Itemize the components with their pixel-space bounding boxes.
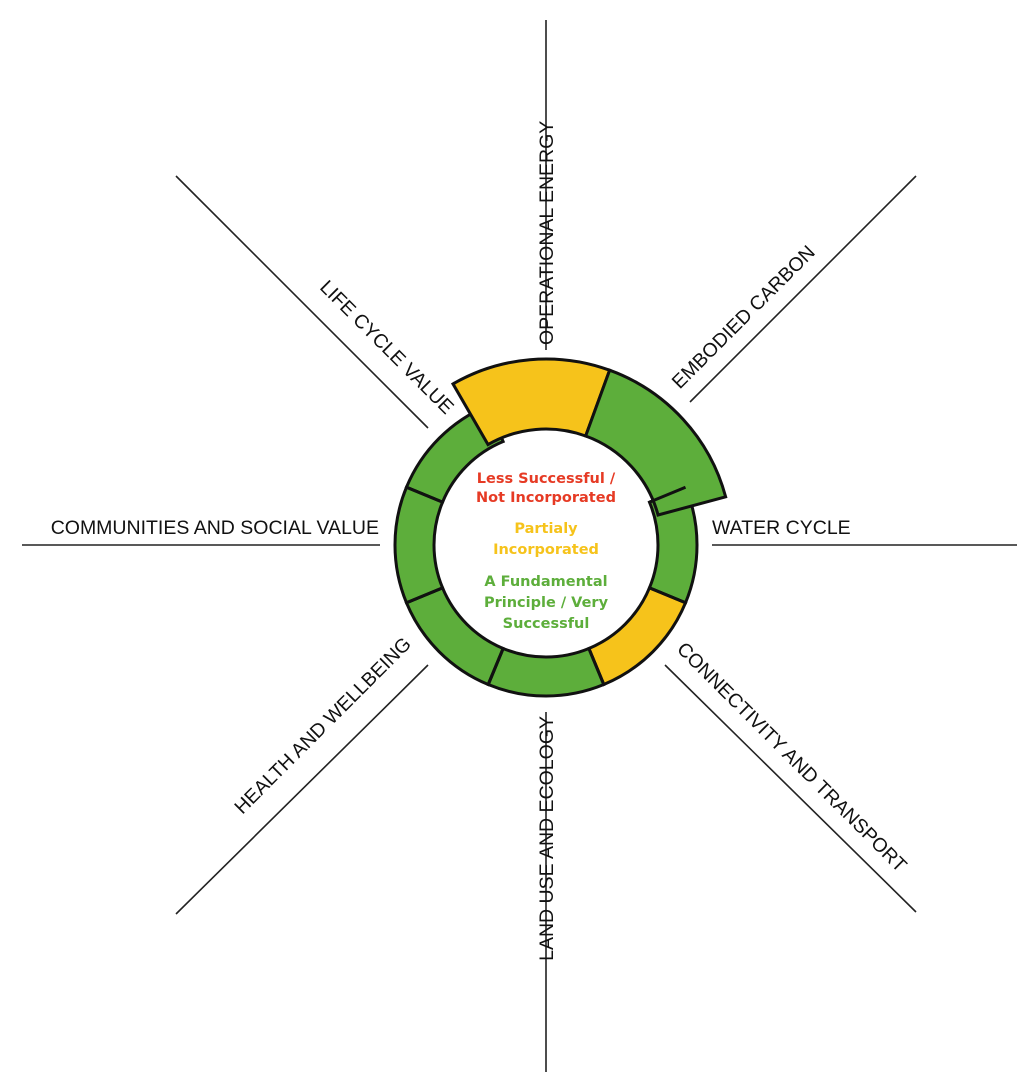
legend-partially-line-2: Incorporated	[493, 542, 599, 558]
ring-divider	[648, 586, 687, 605]
label-life-cycle-value: LIFE CYCLE VALUE	[315, 276, 458, 419]
legend-less-successful-line-2: Not Incorporated	[476, 490, 616, 506]
ring-divider	[405, 586, 444, 605]
axis-line-life-cycle-value	[175, 175, 429, 429]
label-land-use-ecology: LAND USE AND ECOLOGY	[536, 716, 558, 961]
ring-segment-land-use-ecology	[486, 646, 606, 698]
label-operational-energy: OPERATIONAL ENERGY	[536, 121, 558, 345]
ring-divider	[486, 647, 505, 686]
rating-ring	[393, 357, 728, 698]
label-health-wellbeing: HEALTH AND WELLBEING	[230, 633, 415, 818]
label-embodied-carbon: EMBODIED CARBON	[668, 241, 820, 393]
radial-lines	[22, 20, 1017, 1072]
label-water-cycle: WATER CYCLE	[712, 517, 851, 539]
legend-fundamental-line-3: Successful	[503, 616, 590, 632]
ring-divider	[587, 647, 606, 686]
category-labels: OPERATIONAL ENERGY EMBODIED CARBON WATER…	[51, 121, 911, 961]
axis-line-embodied-carbon	[689, 175, 917, 403]
ring-segment-embodied-carbon	[583, 368, 728, 517]
label-communities-social-value: COMMUNITIES AND SOCIAL VALUE	[51, 517, 379, 539]
ring-segment-communities-social-value	[393, 485, 445, 605]
ring-divider	[405, 485, 444, 504]
legend-fundamental-line-2: Principle / Very	[484, 595, 609, 611]
legend-fundamental-line-1: A Fundamental	[484, 574, 607, 590]
ring-divider	[648, 485, 687, 504]
legend-less-successful-line-1: Less Successful /	[477, 471, 616, 487]
axis-line-connectivity-transport	[664, 664, 917, 913]
legend-partially-line-1: Partialy	[514, 521, 578, 537]
center-legend: Less Successful / Not Incorporated Parti…	[476, 471, 616, 632]
axis-line-health-wellbeing	[175, 664, 429, 915]
label-connectivity-transport: CONNECTIVITY AND TRANSPORT	[672, 638, 911, 877]
